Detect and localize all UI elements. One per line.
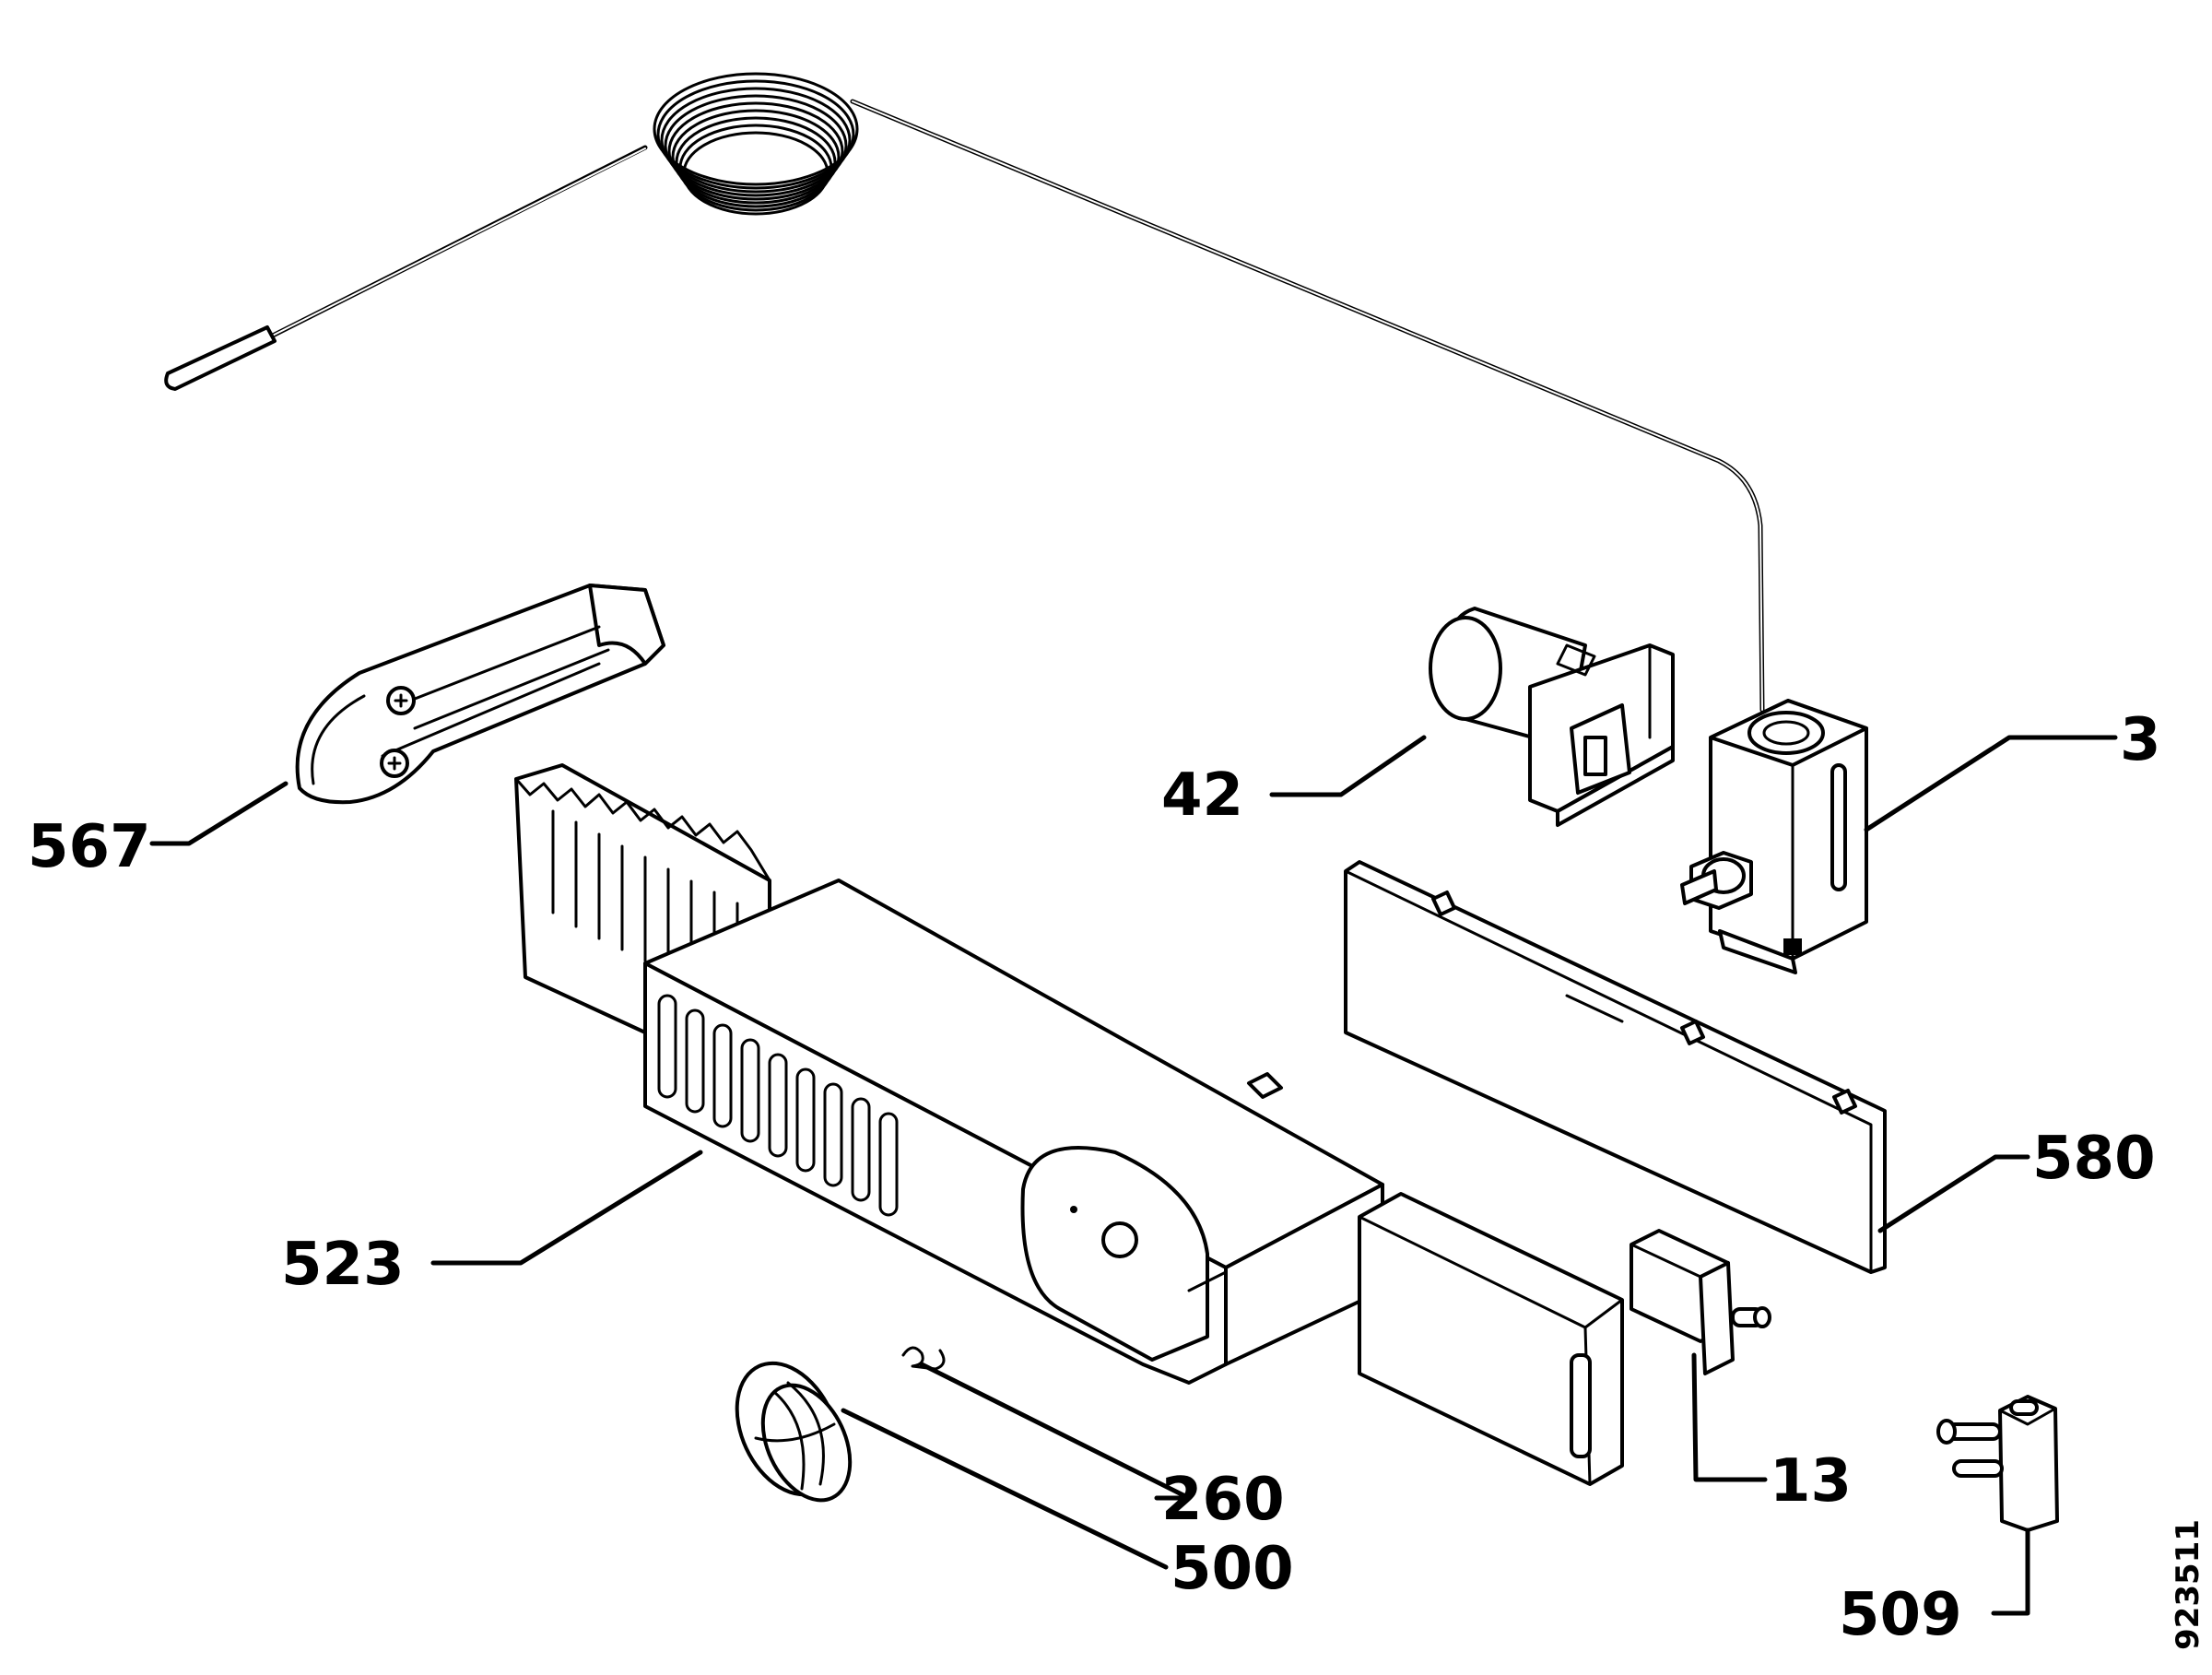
leader-509 [1991, 1528, 2030, 1616]
door-switch-part-509 [1936, 1395, 2059, 1532]
leader-3 [1864, 735, 2118, 832]
callout-500: 500 [1171, 1535, 1294, 1603]
lamp-holder-part-42 [1429, 607, 1675, 827]
leader-260 [919, 1362, 1192, 1501]
leader-13 [1691, 1352, 1768, 1482]
drawing-number: 923511 [2170, 1519, 2206, 1650]
thermostat-part-3 [1680, 699, 1868, 974]
leader-580 [1877, 1154, 2030, 1233]
lamp-cover [1358, 1192, 1624, 1486]
leader-567 [149, 781, 288, 846]
callout-523: 523 [281, 1231, 405, 1299]
capillary-tube [164, 72, 1765, 713]
callout-509: 509 [1839, 1581, 1962, 1649]
sensor-bulb [164, 325, 276, 391]
callout-3: 3 [2120, 706, 2161, 774]
leader-42 [1269, 735, 1427, 797]
knob-part-500 [735, 1361, 853, 1503]
leader-500 [841, 1408, 1169, 1570]
leader-523 [430, 1150, 703, 1266]
bracket-part-567 [295, 584, 665, 805]
callout-567: 567 [28, 813, 151, 881]
capillary-run [850, 99, 1765, 713]
leader-lines [149, 735, 2118, 1616]
switch-part-13 [1630, 1229, 1771, 1375]
callout-42: 42 [1161, 761, 1243, 830]
callout-13: 13 [1770, 1447, 1852, 1516]
callout-260: 260 [1161, 1466, 1285, 1534]
callout-580: 580 [2032, 1125, 2156, 1193]
housing-part-523 [514, 763, 1384, 1385]
capillary-coil [653, 72, 859, 216]
panel-part-580 [1344, 860, 1887, 1274]
callout-labels: 3 42 567 580 523 13 260 500 509 [28, 706, 2161, 1649]
